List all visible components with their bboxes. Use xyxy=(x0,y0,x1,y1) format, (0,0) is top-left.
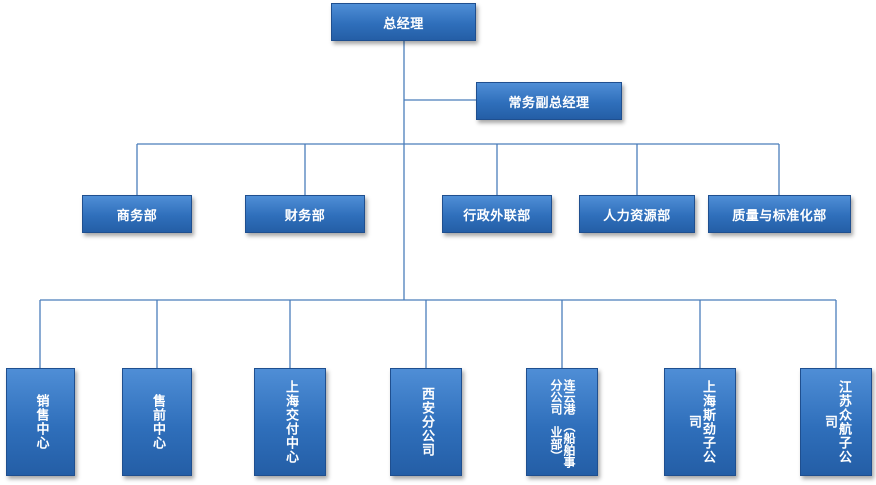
unit-label: 上海斯劲子公司 xyxy=(686,380,715,464)
unit-box-lianyungang-branch[interactable]: 连云港分公司 （船舶事业部） xyxy=(526,368,598,476)
unit-label: 售前中心 xyxy=(150,394,165,450)
unit-label: 销售中心 xyxy=(33,394,49,450)
unit-label: 连云港分公司 xyxy=(549,378,576,415)
department-box-administration[interactable]: 行政外联部 xyxy=(442,195,552,233)
unit-box-shanghai-sijin-subsidiary[interactable]: 上海斯劲子公司 xyxy=(664,368,736,476)
department-box-quality[interactable]: 质量与标准化部 xyxy=(708,195,851,233)
unit-box-xian-branch[interactable]: 西安分公司 xyxy=(390,368,462,476)
department-box-business[interactable]: 商务部 xyxy=(82,195,192,233)
unit-label: 西安分公司 xyxy=(419,387,434,457)
unit-box-presales-center[interactable]: 售前中心 xyxy=(122,368,192,476)
unit-label: 上海交付中心 xyxy=(283,380,298,464)
unit-sublabel: （船舶事业部） xyxy=(549,419,576,468)
unit-box-shanghai-delivery[interactable]: 上海交付中心 xyxy=(254,368,326,476)
unit-box-jiangsu-zhonghang-subsidiary[interactable]: 江苏众航子公司 xyxy=(800,368,872,476)
department-box-hr[interactable]: 人力资源部 xyxy=(579,195,695,233)
ceo-box[interactable]: 总经理 xyxy=(331,3,476,41)
unit-label: 江苏众航子公司 xyxy=(822,380,851,464)
deputy-box[interactable]: 常务副总经理 xyxy=(476,82,622,120)
department-box-finance[interactable]: 财务部 xyxy=(245,195,365,233)
unit-box-sales-center[interactable]: 销售中心 xyxy=(6,368,75,476)
